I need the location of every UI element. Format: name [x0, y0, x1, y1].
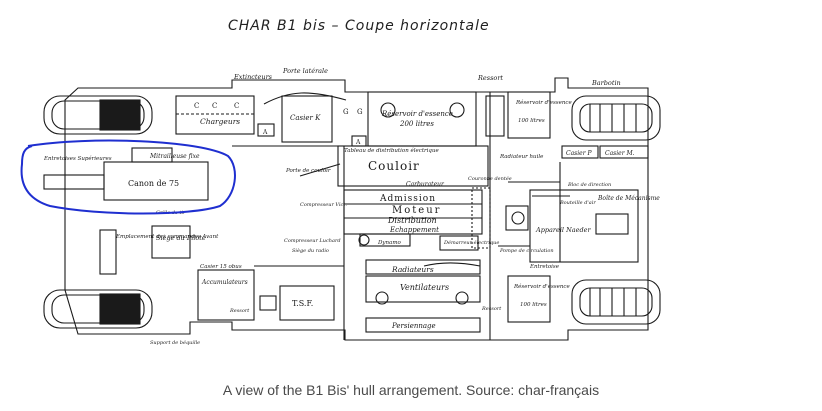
- persiennage-box: [365, 317, 481, 333]
- label-ressort-left: Ressort: [229, 308, 250, 314]
- figure-caption: A view of the B1 Bis' hull arrangement. …: [222, 382, 600, 398]
- label-compresseur-luchard: Compresseur Luchard: [284, 238, 341, 244]
- label-pompe-circulation: Pompe de circulation: [499, 248, 554, 254]
- label-ressort-top: Ressort: [477, 74, 503, 82]
- label-echappement: Echappement: [389, 226, 439, 234]
- label-extincteurs: Extincteurs: [233, 73, 273, 81]
- label-letter-c-1: C: [194, 102, 199, 110]
- label-porte-couloir: Porte de couloir: [285, 168, 331, 174]
- label-siege-pilote: Siège du Pilote: [156, 234, 206, 242]
- ventilateurs-box: [365, 275, 481, 303]
- label-reservoir-bottom-capacity: 100 litres: [520, 302, 547, 308]
- label-persiennage: Persiennage: [391, 322, 436, 330]
- blue-annotation-circle: [20, 139, 236, 215]
- label-chargeurs: Chargeurs: [200, 117, 240, 126]
- label-tableau-distribution: Tableau de distribution électrique: [344, 147, 439, 154]
- label-ressort-bottom: Ressort: [481, 306, 502, 312]
- label-porte-laterale: Porte latérale: [282, 67, 328, 75]
- label-barbotin: Barbotin: [591, 79, 621, 87]
- reservoir-100-bottom-box: [507, 275, 551, 323]
- label-bouteille-air: Bouteille d'air: [559, 200, 596, 206]
- label-demarreur: Démarreur électrique: [443, 239, 499, 246]
- sprocket-bottom: [571, 279, 661, 325]
- label-couloir: Couloir: [368, 159, 420, 173]
- label-reservoir-bottom: Réservoir d'essence: [513, 283, 570, 290]
- hull-outline: [64, 77, 649, 341]
- label-reservoir-capacity: 200 litres: [399, 120, 434, 128]
- label-distribution: Distribution: [387, 216, 437, 225]
- corridor: [337, 145, 489, 187]
- label-casier-15obus: Casier 15 obus: [200, 264, 242, 270]
- label-tsf: T.S.F.: [292, 299, 313, 308]
- casier-k-box: [281, 95, 333, 143]
- reservoir-200-box: [367, 91, 477, 147]
- gearbox: [529, 189, 639, 263]
- sprocket-top: [571, 95, 661, 141]
- accumulateurs-box: [197, 269, 255, 321]
- pilot-seat: [151, 225, 191, 259]
- label-entretoises: Entretoises Supérieures: [43, 155, 112, 162]
- label-support-bequille: Support de béquille: [150, 339, 200, 346]
- label-reservoir-essence: Réservoir d'essence: [381, 110, 453, 118]
- label-accumulateurs: Accumulateurs: [201, 279, 248, 286]
- label-couronne-dentee: Couronne dentée: [468, 175, 512, 182]
- label-entretoise-right: Entretoise: [529, 264, 560, 270]
- label-radiateurs: Radiateurs: [391, 265, 434, 274]
- reservoir-100-top-box: [507, 91, 551, 139]
- label-compresseur-vict: Compresseur Vict.: [300, 202, 347, 208]
- label-radiateur-huile: Radiateur huile: [499, 154, 544, 160]
- radiateurs-box: [365, 259, 481, 275]
- diagram-title: CHAR B1 bis – Coupe horizontale: [228, 18, 490, 34]
- label-emplacement-commandes: Emplacement des commandes Avant: [115, 234, 219, 240]
- label-casier-m: Casier M.: [605, 150, 635, 157]
- label-letter-g-2: G: [357, 108, 363, 116]
- label-carburateur: Carburateur: [406, 181, 445, 188]
- label-reservoir-small-capacity: 100 litres: [518, 118, 545, 124]
- chargeurs-box: [175, 95, 255, 135]
- label-mitrailleuse: Mitrailleuse fixe: [149, 153, 200, 160]
- label-reservoir-small: Réservoir d'essence: [515, 99, 572, 106]
- label-siege-radio: Siège du radio: [292, 247, 329, 254]
- label-appareil-naeder: Appareil Naeder: [535, 226, 591, 234]
- label-casier-k: Casier K: [290, 114, 321, 122]
- label-casier-p: Casier P: [566, 150, 592, 157]
- label-ventilateurs: Ventilateurs: [400, 283, 449, 292]
- label-bloc-direction: Bloc de direction: [567, 182, 611, 188]
- label-admission: Admission: [379, 194, 436, 204]
- track-front-bottom: [43, 289, 153, 329]
- label-letter-c-3: C: [234, 102, 239, 110]
- label-moteur: Moteur: [392, 205, 441, 216]
- tsf-box: [279, 285, 335, 321]
- label-letter-c-2: C: [212, 102, 217, 110]
- label-letter-g-1: G: [343, 108, 349, 116]
- track-front-top: [43, 95, 153, 135]
- label-canon: Canon de 75: [128, 179, 179, 188]
- label-letter-a-2: A: [355, 139, 361, 146]
- label-dynamo: Dynamo: [377, 240, 402, 246]
- label-letter-a-1: A: [262, 129, 268, 136]
- label-boite-mecanisme: Boîte de Mécanisme: [597, 195, 660, 202]
